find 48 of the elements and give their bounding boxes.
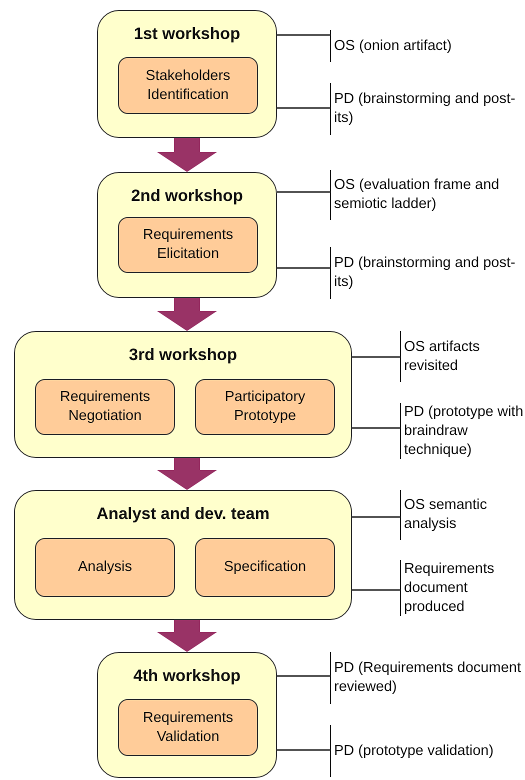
workshop-box: [97, 172, 277, 298]
annotation-text: PD (prototype validation): [334, 742, 494, 760]
box-label: Requirements Negotiation: [58, 388, 152, 426]
connector-line: [352, 356, 400, 358]
flow-arrow: [157, 138, 217, 172]
annotation-text: OS (evaluation frame and semiotic ladder): [334, 176, 500, 214]
workshop-box: [14, 331, 352, 458]
connector-line: [277, 267, 330, 269]
workshop-box: [97, 10, 277, 138]
box-title: 3rd workshop: [128, 346, 238, 365]
box-label: Requirements Validation: [142, 708, 234, 746]
activity-box: [195, 379, 335, 435]
activity-box: [35, 538, 175, 597]
box-label: Analysis: [78, 558, 132, 577]
box-label: Specification: [224, 558, 306, 577]
box-title: 4th workshop: [133, 667, 241, 686]
annotation-text: PD (brainstorming and post-its): [334, 254, 516, 292]
annotation-text: OS (onion artifact): [334, 36, 452, 56]
connector-line: [352, 589, 400, 591]
box-title: Analyst and dev. team: [96, 505, 270, 524]
box-title: 2nd workshop: [131, 187, 243, 206]
flow-arrow: [157, 620, 217, 652]
box-label: Participatory Prototype: [224, 388, 306, 426]
connector-line: [277, 107, 330, 109]
connector-line: [277, 749, 330, 751]
activity-box: [35, 379, 175, 435]
annotation-text: OS semantic analysis: [404, 496, 488, 534]
flow-arrow: [157, 298, 217, 331]
activity-box: [195, 538, 335, 597]
workshop-box: [14, 490, 352, 620]
connector-line: [352, 427, 400, 429]
connector-line: [277, 675, 330, 677]
annotation-text: PD (Requirements document reviewed): [334, 659, 522, 697]
box-title: 1st workshop: [134, 25, 240, 44]
workshop-box: [97, 652, 277, 778]
box-label: Stakeholders Identification: [144, 66, 232, 104]
activity-box: [118, 699, 258, 756]
connector-line: [352, 516, 400, 518]
annotation-text: OS artifacts revisited: [404, 338, 481, 376]
flow-arrow: [157, 458, 217, 490]
activity-box: [118, 217, 258, 273]
annotation-text: Requirements document produced: [404, 560, 496, 616]
activity-box: [118, 57, 258, 114]
box-label: Requirements Elicitation: [142, 226, 234, 264]
connector-line: [277, 191, 330, 193]
annotation-text: PD (brainstorming and post-its): [334, 90, 516, 128]
annotation-text: PD (prototype with braindraw technique): [404, 402, 524, 460]
connector-line: [277, 34, 330, 36]
